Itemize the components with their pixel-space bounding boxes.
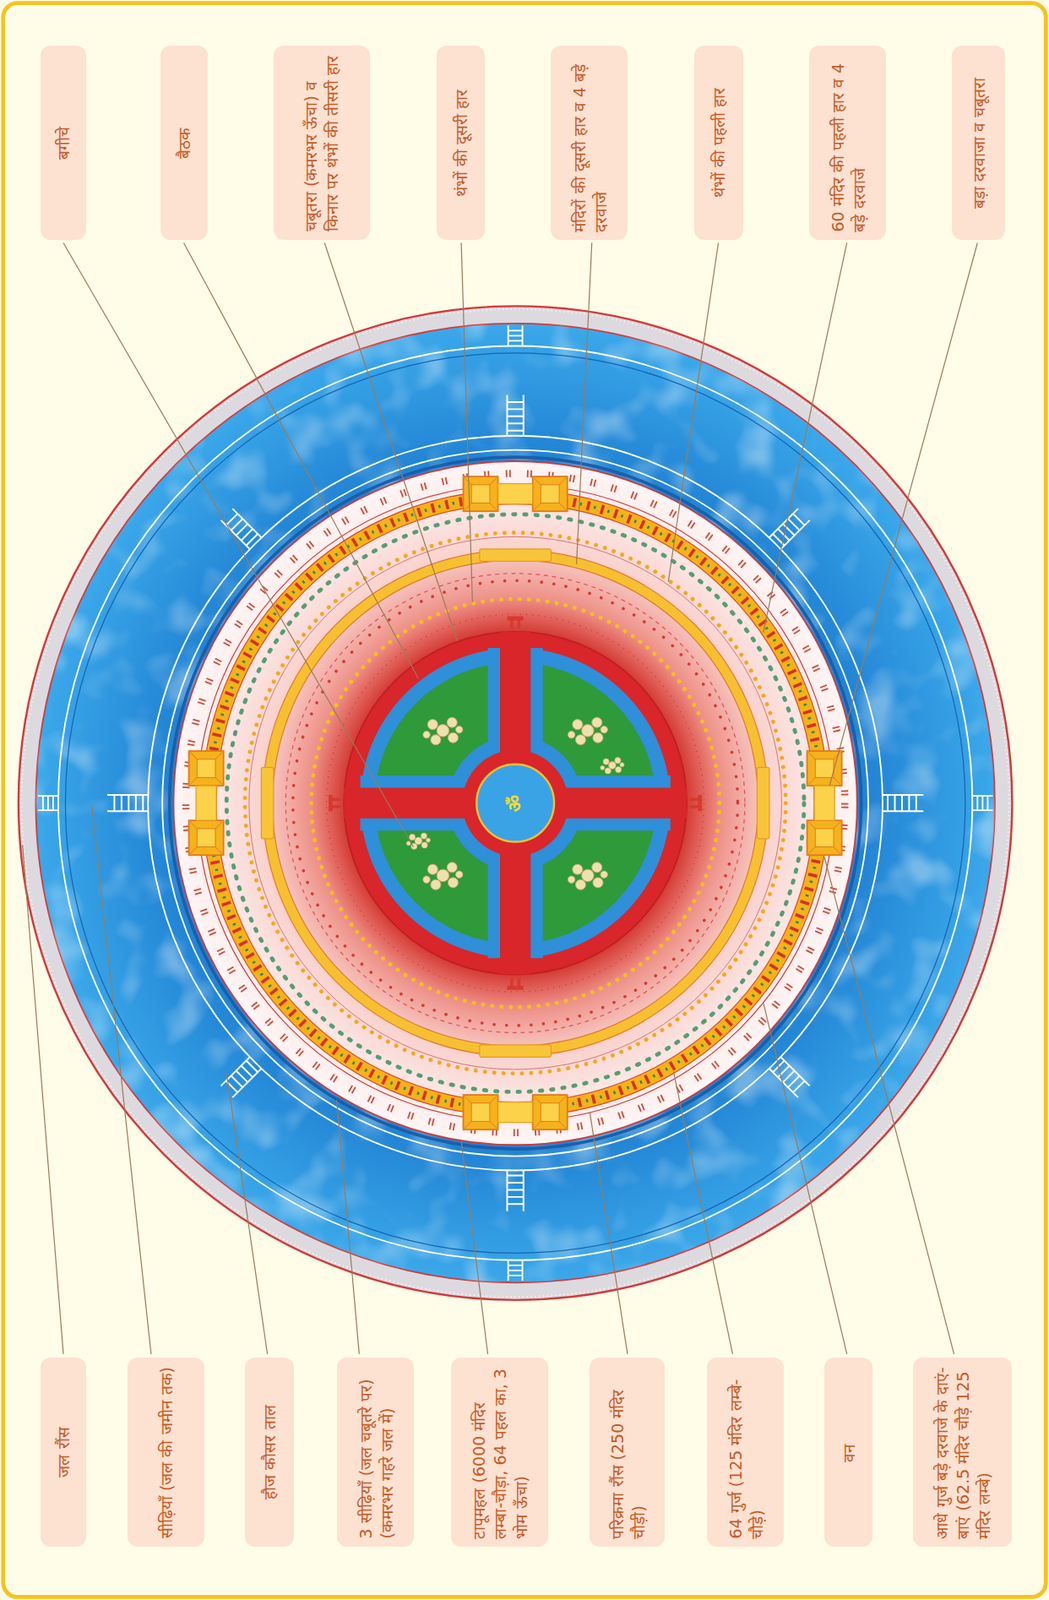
label-box: हौज कौसर ताल [244,1357,294,1547]
leader-lines [22,242,979,1354]
label-text: टापूमहल (6000 मंदिर लम्बा-चौड़ा, 64 पहल … [467,1365,531,1539]
label-text: हौज कौसर ताल [259,1404,281,1499]
label-box: जल रौंस [40,1357,87,1547]
label-box: बैठक [160,45,208,240]
label-box: थंभों की पहली हार [694,45,744,240]
rotated-text-holder: चबूतरा (कमरभर ऊँचा) व किनार पर थंभों की … [273,45,370,240]
label-box: थंभों की दूसरी हार [436,45,485,240]
center-symbol: ॐ [505,794,525,812]
rotated-text-holder: 64 गुर्ज (125 मंदिर लम्बे-चौड़े) [706,1357,784,1547]
label-box: बगीचे [40,45,87,240]
rotated-text-holder: थंभों की दूसरी हार [436,45,485,240]
label-box: बड़ा दरवाजा व चबूतरा [951,45,1006,240]
rotated-text-holder: सीढ़ियाँ (जल की जमीन तक) [127,1357,205,1547]
label-text: बगीचे [53,126,75,160]
label-box: टापूमहल (6000 मंदिर लम्बा-चौड़ा, 64 पहल … [451,1357,549,1547]
label-box: परिक्रमा रौंस (250 मंदिर चौड़ी) [589,1357,665,1547]
label-box: 3 सीढ़ियाँ (जल चबूतरे पर) (कमरभर गहरे जल… [336,1357,414,1547]
rotated-text-holder: बैठक [160,45,208,240]
rotated-text-holder: बगीचे [40,45,87,240]
label-box: चबूतरा (कमरभर ऊँचा) व किनार पर थंभों की … [273,45,370,240]
label-text: थंभों की दूसरी हार [450,88,472,196]
rotated-text-holder: 3 सीढ़ियाँ (जल चबूतरे पर) (कमरभर गहरे जल… [336,1357,414,1547]
garden-bushes [406,717,625,890]
label-text: बैठक [173,127,196,159]
label-text: 60 मंदिर की पहली हार व 4 बड़े दरवाजे [826,54,869,232]
rotated-text-holder: वन [824,1357,873,1547]
label-text: 3 सीढ़ियाँ (जल चबूतरे पर) (कमरभर गहरे जल… [354,1365,397,1539]
label-text: जल रौंस [53,1426,75,1477]
rotated-text-holder: बड़ा दरवाजा व चबूतरा [951,45,1006,240]
temple-gates [260,548,770,1058]
second-temple-row [267,554,764,1051]
rotated-text-holder: टापूमहल (6000 मंदिर लम्बा-चौड़ा, 64 पहल … [451,1357,549,1547]
label-text: चबूतरा (कमरभर ऊँचा) व किनार पर थंभों की … [300,54,343,232]
label-text: मंदिरों की दूसरी हार व 4 बड़े दरवाजे [568,54,610,232]
page-frame [3,3,1046,1598]
pond-water [35,323,995,1283]
label-box: आधे गुर्ज बड़े दरवाजे के दाएं-बाएं (62.5… [913,1357,1012,1547]
label-box: सीढ़ियाँ (जल की जमीन तक) [127,1357,205,1547]
label-text: बड़ा दरवाजा व चबूतरा [967,76,990,208]
label-text: वन [837,1442,859,1462]
first-pillar-row [244,532,786,1074]
label-text: 64 गुर्ज (125 मंदिर लम्बे-चौड़े) [724,1365,767,1539]
water-walkway-ring [18,305,1013,1300]
rotated-text-holder: जल रौंस [40,1357,87,1547]
water-ladders [38,325,994,1281]
bastion-ring [209,496,822,1109]
label-text: सीढ़ियाँ (जल की जमीन तक) [155,1366,177,1539]
rotated-text-holder: परिक्रमा रौंस (250 मंदिर चौड़ी) [589,1357,665,1547]
label-text: आधे गुर्ज बड़े दरवाजे के दाएं-बाएं (62.5… [930,1365,994,1539]
central-platform [343,631,687,975]
label-text: थंभों की पहली हार [708,87,730,198]
rotated-text-holder: हौज कौसर ताल [244,1357,294,1547]
label-box: वन [824,1357,873,1547]
label-text: परिक्रमा रौंस (250 मंदिर चौड़ी) [606,1365,648,1539]
label-box: 64 गुर्ज (125 मंदिर लम्बे-चौड़े) [706,1357,784,1547]
rotated-text-holder: मंदिरों की दूसरी हार व 4 बड़े दरवाजे [550,45,628,240]
big-gates [189,476,843,1130]
rotated-text-holder: आधे गुर्ज बड़े दरवाजे के दाएं-बाएं (62.5… [913,1357,1012,1547]
label-box: 60 मंदिर की पहली हार व 4 बड़े दरवाजे [809,45,886,240]
island-palace [173,461,857,1145]
second-pillar-row [311,598,720,1007]
seats [328,616,702,990]
label-box: मंदिरों की दूसरी हार व 4 बड़े दरवाजे [550,45,628,240]
rotated-text-holder: 60 मंदिर की पहली हार व 4 बड़े दरवाजे [809,45,886,240]
rotated-text-holder: थंभों की पहली हार [694,45,744,240]
